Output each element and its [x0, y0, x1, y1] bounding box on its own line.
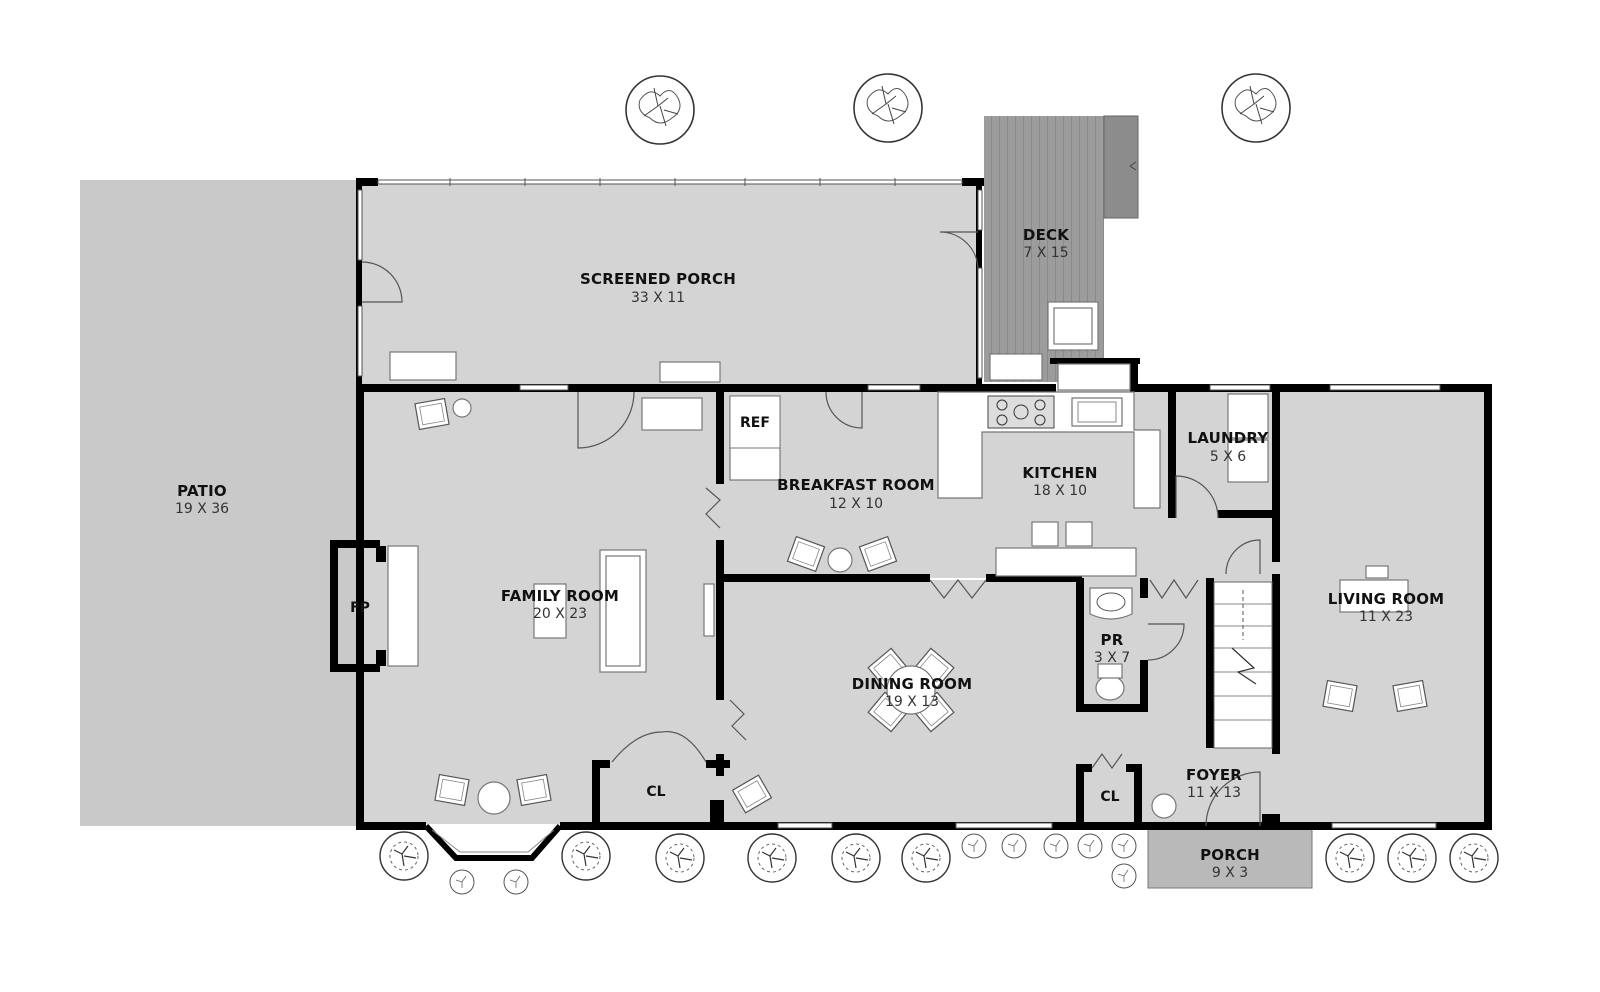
fireplace-label: FP [350, 600, 370, 616]
bush-icon [503, 869, 529, 895]
bush-icon [1043, 833, 1069, 859]
breakfast-room-name: BREAKFAST ROOM [777, 476, 935, 494]
deck-dims: 7 X 15 [1023, 245, 1068, 261]
room-labels: SCREENED PORCH 33 X 11 DECK 7 X 15 PATIO… [175, 226, 1444, 881]
shrub-icon [561, 831, 611, 881]
family-room-dims: 20 X 23 [533, 606, 587, 622]
tree-icon [1221, 73, 1291, 143]
family-room-name: FAMILY ROOM [501, 587, 619, 605]
pr-dims: 3 X 7 [1094, 650, 1130, 666]
porch-dims: 9 X 3 [1212, 865, 1248, 881]
deck-name: DECK [1023, 226, 1070, 244]
shrub-icon [747, 833, 797, 883]
patio-dims: 19 X 36 [175, 501, 229, 517]
foyer-closet-label: CL [1100, 789, 1119, 805]
staircase [1213, 581, 1273, 749]
patio-area [80, 180, 358, 826]
refrigerator-label: REF [740, 415, 770, 431]
breakfast-room-dims: 12 X 10 [829, 496, 883, 512]
deck-step-arrow [1129, 161, 1137, 171]
pr-name: PR [1101, 631, 1124, 649]
living-room-dims: 11 X 23 [1359, 609, 1413, 625]
bush-icon [1001, 833, 1027, 859]
tree-icon [625, 75, 695, 145]
porch-name: PORCH [1200, 846, 1260, 864]
shrub-icon [379, 831, 429, 881]
shrub-icon [901, 833, 951, 883]
family-closet-label: CL [646, 784, 665, 800]
screened-porch-dims: 33 X 11 [631, 290, 685, 306]
shrub-icon [1325, 833, 1375, 883]
shrub-icon [655, 833, 705, 883]
windows [357, 178, 1441, 861]
laundry-dims: 5 X 6 [1210, 449, 1246, 465]
doors [361, 231, 1261, 827]
patio-name: PATIO [177, 482, 227, 500]
bush-icon [961, 833, 987, 859]
deck-steps [1103, 115, 1139, 219]
bush-icon [1077, 833, 1103, 859]
dining-room-dims: 19 X 13 [885, 694, 939, 710]
bush-icon [1111, 863, 1137, 889]
shrub-icon [1449, 833, 1499, 883]
bush-icon [1111, 833, 1137, 859]
kitchen-dims: 18 X 10 [1033, 483, 1087, 499]
screened-porch-area [360, 184, 978, 384]
foyer-name: FOYER [1186, 766, 1242, 784]
furniture [387, 301, 1428, 819]
foyer-dims: 11 X 13 [1187, 785, 1241, 801]
dining-room-name: DINING ROOM [852, 675, 972, 693]
laundry-name: LAUNDRY [1188, 429, 1270, 447]
tree-icon [853, 73, 923, 143]
porch-area [1147, 827, 1313, 889]
screened-porch-name: SCREENED PORCH [580, 270, 736, 288]
kitchen-name: KITCHEN [1022, 464, 1097, 482]
bush-icon [449, 869, 475, 895]
shrub-icon [831, 833, 881, 883]
shrub-icon [1387, 833, 1437, 883]
living-room-name: LIVING ROOM [1328, 590, 1445, 608]
